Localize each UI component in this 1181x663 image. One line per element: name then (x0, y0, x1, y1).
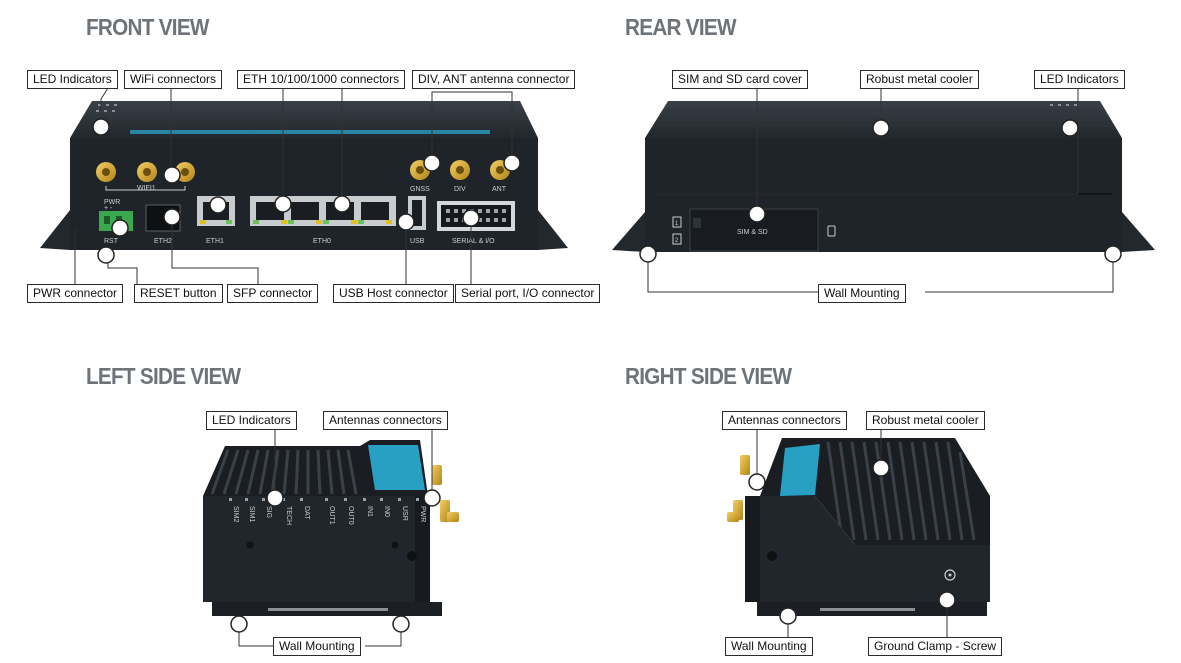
front-top (70, 101, 538, 138)
left-led-label-sim2: SIM2 (232, 506, 239, 522)
left-led-label-usr: USR (401, 506, 408, 521)
left-led-label-in0: IN0 (383, 506, 390, 517)
front-label-sfp-connector: SFP connector (227, 284, 319, 303)
left-led-label-sig: SIG (265, 506, 272, 518)
right-face (745, 496, 990, 602)
front-view-heading: FRONT VIEW (86, 14, 209, 40)
left-label-wall-mounting: Wall Mounting (273, 637, 361, 656)
front-callout-lines (74, 87, 513, 284)
front-div-text: DIV (454, 186, 466, 193)
left-label-antennas-connectors: Antennas connectors (323, 411, 448, 430)
front-label-usb-host-connector: USB Host connector (333, 284, 454, 303)
front-eth2-text: ETH2 (154, 238, 172, 245)
left-led-label-out1: OUT1 (328, 506, 335, 525)
left-side-view-heading: LEFT SIDE VIEW (86, 363, 241, 389)
rear-label-sim-sd-cover: SIM and SD card cover (672, 70, 809, 89)
front-label-pwr-connector: PWR connector (27, 284, 124, 303)
left-led-label-dat: DAT (303, 506, 310, 520)
left-callout-lines (238, 428, 433, 647)
front-label-eth-connectors: ETH 10/100/1000 connectors (237, 70, 406, 89)
front-gnss-text: GNSS (410, 186, 430, 193)
right-label-ground-clamp-screw: Ground Clamp - Screw (868, 637, 1003, 656)
front-rst-text: RST (104, 238, 119, 245)
rear-sim-sd-text: SIM & SD (737, 229, 768, 236)
front-label-serial-port: Serial port, I/O connector (455, 284, 601, 303)
front-label-reset-button: RESET button (134, 284, 223, 303)
right-blue-label (780, 444, 820, 496)
front-left-flange (40, 210, 70, 250)
front-wifi1-text: WIFI1 (137, 185, 156, 192)
front-pwr-text: PWR (104, 199, 120, 206)
front-label-led-indicators: LED Indicators (27, 70, 118, 89)
left-side-device: SIM2 SIM1 SIG TECH DAT OUT1 OUT0 IN1 IN0 USR PWR (203, 440, 459, 616)
rear-callout-dots (639, 119, 1122, 263)
front-face (70, 138, 538, 250)
rear-label-metal-cooler: Robust metal cooler (860, 70, 979, 89)
left-led-label-out0: OUT0 (347, 506, 354, 525)
front-device: PWR + - RST WIFI1 ETH2 ETH1 ETH0 USB SER… (40, 101, 568, 250)
left-callout-dots (230, 489, 441, 633)
rear-label-wall-mounting: Wall Mounting (818, 284, 906, 303)
front-callout-dots (92, 118, 521, 264)
front-ant-text: ANT (492, 186, 507, 193)
left-label-led-indicators: LED Indicators (206, 411, 297, 430)
right-label-antennas-connectors: Antennas connectors (722, 411, 847, 430)
right-callout-dots (748, 459, 956, 625)
left-led-label-tech: TECH (285, 506, 292, 525)
rear-slot1-text: 1 (675, 221, 679, 227)
rear-label-led-indicators: LED Indicators (1034, 70, 1125, 89)
rear-slot2-text: 2 (675, 238, 679, 244)
front-plus-minus-text: + - (104, 205, 113, 212)
front-eth0-text: ETH0 (313, 238, 331, 245)
front-eth1-text: ETH1 (206, 238, 224, 245)
right-label-metal-cooler: Robust metal cooler (866, 411, 985, 430)
front-serial-text: SERIAL & I/O (452, 238, 495, 245)
rear-view-heading: REAR VIEW (625, 14, 737, 40)
front-label-wifi-connectors: WiFi connectors (124, 70, 223, 89)
right-side-view-heading: RIGHT SIDE VIEW (625, 363, 792, 389)
left-led-label-in1: IN1 (366, 506, 373, 517)
left-face (203, 496, 430, 602)
left-led-label-sim1: SIM1 (248, 506, 255, 522)
right-side-device (727, 438, 990, 616)
front-label-div-ant-connector: DIV, ANT antenna connector (412, 70, 576, 89)
front-right-flange (538, 210, 568, 250)
front-usb-text: USB (410, 238, 425, 245)
left-led-label-pwr: PWR (419, 506, 426, 522)
right-label-wall-mounting: Wall Mounting (725, 637, 813, 656)
left-blue-label (368, 445, 425, 490)
